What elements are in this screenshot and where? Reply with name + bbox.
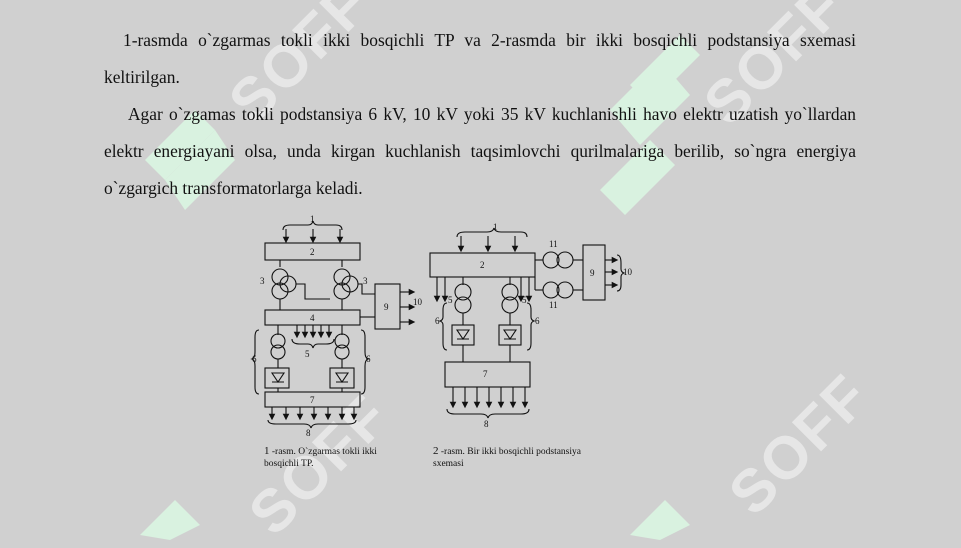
fig1-label-2: 2 bbox=[310, 247, 315, 257]
figure2-caption-number: 2 bbox=[433, 445, 439, 457]
figure2-caption-line1: -rasm. Bir ikki bosqichli podstansiya bbox=[440, 447, 581, 457]
figure1-caption-number: 1 bbox=[264, 445, 270, 457]
fig2-label-9: 9 bbox=[590, 268, 595, 278]
figure1-caption-line1: -rasm. O`zgarmas tokli ikki bbox=[271, 447, 377, 457]
paragraph-body: Agar o`zgamas tokli podstansiya 6 kV, 10… bbox=[104, 104, 856, 198]
fig2-label-10: 10 bbox=[623, 267, 633, 277]
fig1-label-6b: 6 bbox=[366, 354, 371, 364]
figure2-diagram: 1 2 11 11 9 10 5 5 6 6 7 8 bbox=[429, 222, 633, 429]
figure1-caption: 1 -rasm. O`zgarmas tokli ikki bosqichli … bbox=[264, 445, 377, 470]
figure1-diagram: 1 2 3 3 9 10 4 5 6 6 7 8 bbox=[250, 214, 423, 438]
fig2-label-8: 8 bbox=[484, 419, 489, 429]
fig1-label-3a: 3 bbox=[260, 276, 265, 286]
fig1-label-9: 9 bbox=[384, 302, 389, 312]
fig2-label-2: 2 bbox=[480, 260, 485, 270]
fig1-label-7: 7 bbox=[310, 395, 315, 405]
fig2-label-6a: 6 bbox=[435, 316, 440, 326]
fig1-label-1: 1 bbox=[310, 214, 315, 224]
fig1-label-4: 4 bbox=[310, 313, 315, 323]
fig1-label-8: 8 bbox=[306, 428, 311, 438]
watermark-text: SOFF bbox=[715, 361, 883, 528]
figure2-caption-line2: sxemasi bbox=[433, 459, 464, 469]
fig2-label-5a: 5 bbox=[448, 295, 453, 305]
fig2-label-1: 1 bbox=[493, 222, 498, 232]
fig1-label-6a: 6 bbox=[252, 354, 257, 364]
figure2-caption: 2 -rasm. Bir ikki bosqichli podstansiya … bbox=[433, 445, 581, 470]
fig2-label-5b: 5 bbox=[522, 295, 527, 305]
fig1-label-10: 10 bbox=[413, 297, 423, 307]
paragraph-intro: 1-rasmda o`zgarmas tokli ikki bosqichli … bbox=[104, 30, 856, 87]
fig1-label-3b: 3 bbox=[363, 276, 368, 286]
fig2-label-6b: 6 bbox=[535, 316, 540, 326]
fig2-label-11a: 11 bbox=[549, 239, 558, 249]
fig1-label-5: 5 bbox=[305, 349, 310, 359]
fig2-label-11b: 11 bbox=[549, 300, 558, 310]
figure1-caption-line2: bosqichli TP. bbox=[264, 459, 314, 469]
fig2-label-7: 7 bbox=[483, 369, 488, 379]
